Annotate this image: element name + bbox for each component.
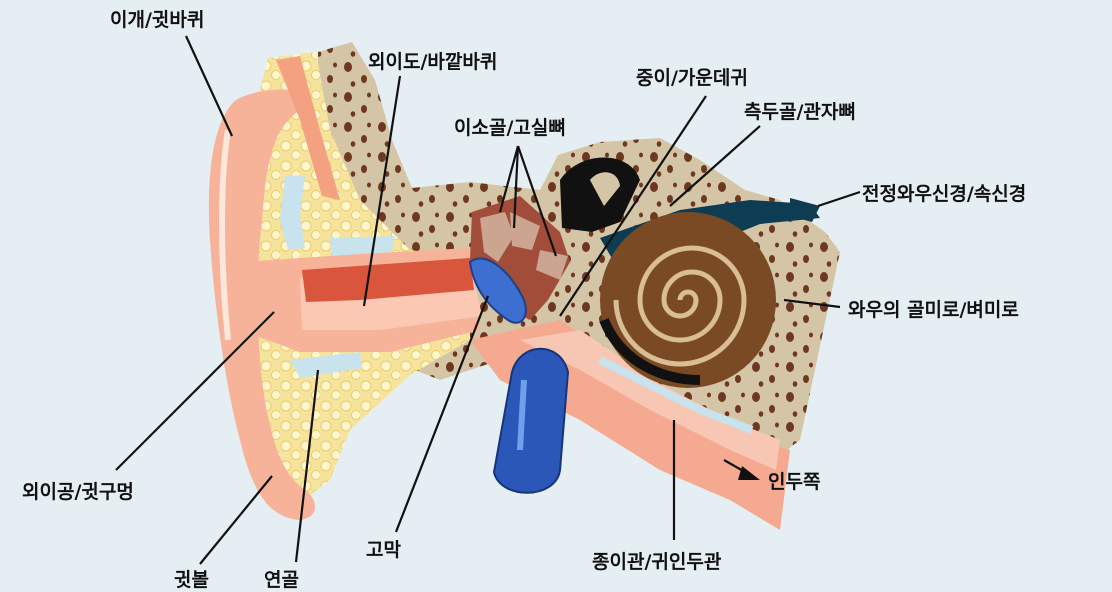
blue-tube-highlight: [520, 380, 524, 450]
label-earlobe: 귓볼: [174, 569, 209, 591]
label-nerve: 전정와우신경/속신경: [862, 183, 1026, 205]
label-to-pharynx: 인두쪽: [768, 471, 820, 493]
label-temporal-bone: 측두골/관자뼈: [744, 101, 856, 123]
label-ossicles: 이소골/고실뼈: [454, 117, 566, 139]
label-ear-canal: 외이공/귓구멍: [22, 481, 134, 503]
label-cartilage: 연골: [264, 569, 299, 591]
label-external-ear: 외이도/바깥바퀴: [368, 51, 497, 73]
label-pinna: 이개/귓바퀴: [110, 9, 204, 31]
leader-earlobe: [200, 476, 272, 564]
leader-pinna: [186, 36, 232, 136]
label-eardrum: 고막: [366, 539, 401, 561]
label-middle-ear: 중이/가운데귀: [636, 67, 748, 89]
label-eustachian-tube: 종이관/귀인두관: [592, 551, 722, 573]
label-cochlea: 와우의 골미로/벼미로: [848, 299, 1019, 321]
leader-nerve: [818, 192, 860, 206]
